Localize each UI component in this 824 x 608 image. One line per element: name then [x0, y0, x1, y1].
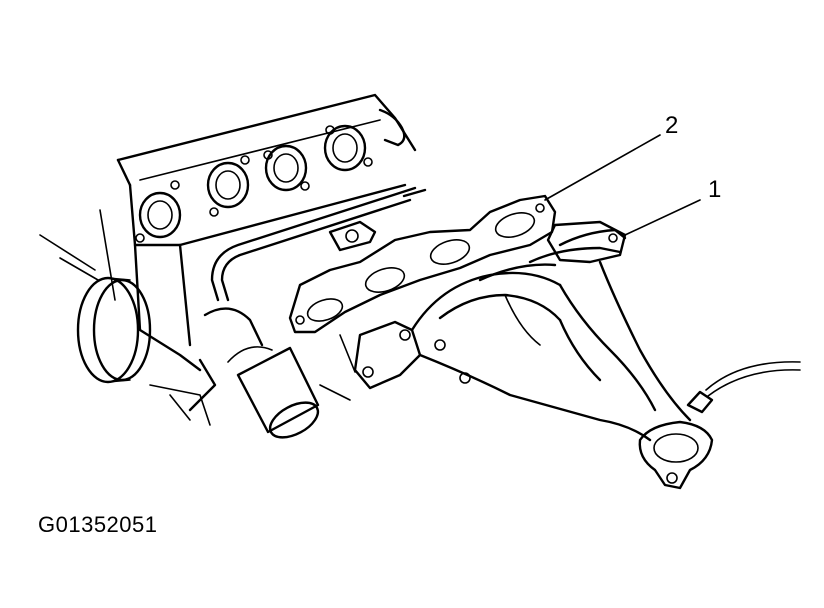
- head-port-3: [263, 144, 310, 192]
- head-port-2: [206, 155, 250, 217]
- callout-2: 2: [544, 112, 678, 201]
- figure-code: G01352051: [38, 512, 158, 537]
- manifold-gasket: [288, 194, 557, 334]
- engine-block: [39, 93, 427, 439]
- leader-line-1: [624, 199, 701, 236]
- head-port-4: [323, 124, 373, 172]
- callout-number-1: 1: [708, 176, 721, 203]
- exhaust-manifold: [353, 220, 801, 490]
- crank-pulley: [76, 276, 152, 384]
- oil-filter: [227, 346, 320, 439]
- leader-line-2: [544, 134, 661, 201]
- callout-1: 1: [624, 176, 721, 236]
- callout-number-2: 2: [665, 112, 678, 139]
- head-port-1: [135, 180, 182, 243]
